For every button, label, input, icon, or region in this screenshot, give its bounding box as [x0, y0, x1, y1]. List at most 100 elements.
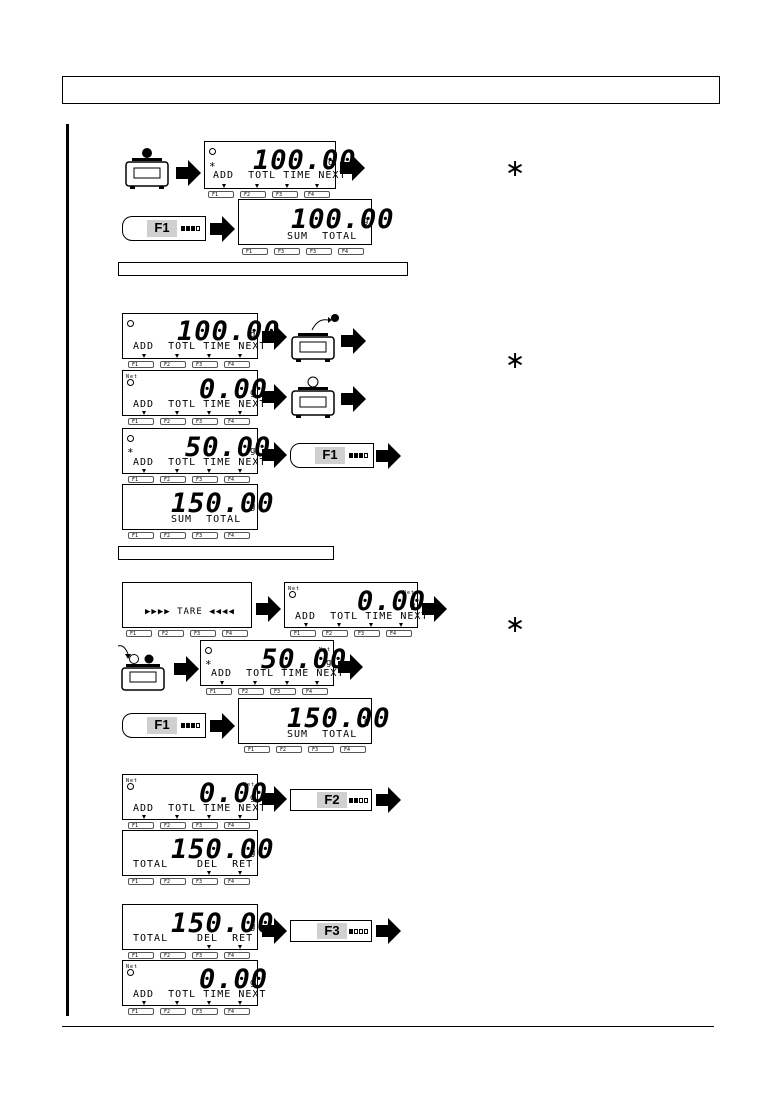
menu-marker — [207, 945, 211, 949]
softkey-f2[interactable]: F2 — [160, 532, 186, 539]
softkey-f4[interactable]: F4 — [224, 822, 250, 829]
menu-row: ADD TOTL TIME NEXT — [133, 803, 266, 814]
menu-marker — [207, 411, 211, 415]
stable-indicator — [127, 320, 134, 327]
softkey-f1[interactable]: F1 — [206, 688, 232, 695]
softkey-f2[interactable]: F2 — [160, 418, 186, 425]
softkey-f4[interactable]: F4 — [386, 630, 412, 637]
softkey-f4[interactable]: F4 — [338, 248, 364, 255]
softkey-f1[interactable]: F1 — [290, 630, 316, 637]
key-indicator — [364, 798, 368, 803]
footer-rule — [62, 1026, 714, 1027]
net-indicator: Net — [243, 782, 256, 788]
softkey-f4[interactable]: F4 — [224, 532, 250, 539]
f2-button-label: F2 — [317, 792, 347, 808]
unit-label: g — [250, 446, 256, 456]
softkey-f4[interactable]: F4 — [224, 361, 250, 368]
softkey-f1[interactable]: F1 — [126, 630, 152, 637]
softkey-f2[interactable]: F2 — [160, 952, 186, 959]
f2-button[interactable]: F2 — [290, 789, 372, 811]
softkey-f3[interactable]: F3 — [192, 822, 218, 829]
menu-marker — [142, 411, 146, 415]
softkey-f3[interactable]: F3 — [192, 418, 218, 425]
softkey-f3[interactable]: F3 — [192, 878, 218, 885]
softkey-f3[interactable]: F3 — [270, 688, 296, 695]
softkey-f3[interactable]: F3 — [354, 630, 380, 637]
menu-next: NEXT — [316, 668, 345, 679]
softkey-f1[interactable]: F1 — [128, 952, 154, 959]
arrow-right-icon — [262, 918, 287, 944]
menu-next: NEXT — [238, 989, 267, 1000]
menu-marker — [399, 623, 403, 627]
softkey-f2[interactable]: F3 — [274, 248, 300, 255]
menu-add: ADD — [133, 341, 155, 352]
softkey-f1[interactable]: F1 — [128, 476, 154, 483]
softkey-f4[interactable]: F4 — [222, 630, 248, 637]
unit-label: g — [250, 978, 256, 988]
unit-label: g — [326, 658, 332, 668]
f1-button[interactable]: F1 — [122, 216, 206, 241]
softkey-f1[interactable]: F1 — [242, 248, 268, 255]
display-total-150: 150.00 g TOTAL DEL RET — [122, 830, 274, 876]
softkey-f4[interactable]: F4 — [302, 688, 328, 695]
softkey-f3[interactable]: F3 — [306, 248, 332, 255]
softkey-f2[interactable]: F2 — [160, 361, 186, 368]
menu-next: NEXT — [318, 170, 347, 181]
menu-row: ADD TOTL TIME NEXT — [133, 989, 266, 1000]
softkey-f1[interactable]: F1 — [128, 1008, 154, 1015]
f1-button[interactable]: F1 — [122, 713, 206, 738]
display-100: 100.00 g ADD TOTL TIME NEXT — [122, 313, 280, 359]
softkey-f1[interactable]: F1 — [128, 822, 154, 829]
softkey-f3[interactable]: F3 — [192, 952, 218, 959]
softkey-f1[interactable]: F1 — [128, 361, 154, 368]
softkey-f1[interactable]: F1 — [128, 418, 154, 425]
arrow-right-icon — [262, 384, 287, 410]
key-indicator — [359, 798, 363, 803]
display-sum-150: 150.00 g SUM TOTAL — [122, 484, 274, 530]
f3-button[interactable]: F3 — [290, 920, 372, 942]
softkey-f3[interactable]: F3 — [308, 746, 334, 753]
softkey-f2[interactable]: F2 — [158, 630, 184, 637]
softkey-f4[interactable]: F4 — [224, 1008, 250, 1015]
softkey-f1[interactable]: F1 — [128, 532, 154, 539]
menu-total: TOTAL — [133, 859, 169, 870]
note-asterisk-2: ∗ — [505, 346, 526, 374]
softkey-f3[interactable]: F3 — [192, 476, 218, 483]
softkey-f2[interactable]: F2 — [160, 878, 186, 885]
softkey-f2[interactable]: F2 — [160, 822, 186, 829]
menu-time: TIME — [365, 611, 394, 622]
softkey-f4[interactable]: F4 — [224, 418, 250, 425]
softkey-f4[interactable]: F4 — [224, 952, 250, 959]
softkey-f4[interactable]: F4 — [340, 746, 366, 753]
softkey-f3[interactable]: F3 — [190, 630, 216, 637]
weight-value: 0.00 — [199, 778, 269, 809]
softkey-f2[interactable]: F2 — [160, 1008, 186, 1015]
key-indicator — [359, 453, 363, 458]
menu-next: NEXT — [238, 399, 267, 410]
total-value: 150.00 — [171, 908, 275, 939]
softkey-f4[interactable]: F4 — [224, 476, 250, 483]
softkey-f2[interactable]: F2 — [322, 630, 348, 637]
asterisk-indicator: ∗ — [209, 158, 216, 171]
menu-marker — [142, 1001, 146, 1005]
softkey-f4[interactable]: F4 — [304, 191, 330, 198]
softkey-f3[interactable]: F3 — [272, 191, 298, 198]
softkey-f1[interactable]: F1 — [128, 878, 154, 885]
softkey-f2[interactable]: F2 — [238, 688, 264, 695]
softkey-f3[interactable]: F3 — [192, 361, 218, 368]
softkey-f3[interactable]: F3 — [192, 1008, 218, 1015]
asterisk-indicator: ∗ — [205, 656, 212, 669]
softkey-f2[interactable]: F2 — [240, 191, 266, 198]
softkey-f3[interactable]: F3 — [192, 532, 218, 539]
softkey-f2[interactable]: F2 — [160, 476, 186, 483]
menu-next: NEXT — [238, 803, 267, 814]
softkey-f1[interactable]: F1 — [208, 191, 234, 198]
arrow-right-icon — [210, 713, 235, 739]
key-indicator — [354, 798, 358, 803]
display-zero-reset: Net 0.00 g ADD TOTL TIME NEXT — [122, 960, 267, 1006]
arrow-right-icon — [176, 160, 201, 186]
softkey-f4[interactable]: F4 — [224, 878, 250, 885]
softkey-f1[interactable]: F1 — [244, 746, 270, 753]
f1-button[interactable]: F1 — [290, 443, 374, 468]
softkey-f2[interactable]: F2 — [276, 746, 302, 753]
